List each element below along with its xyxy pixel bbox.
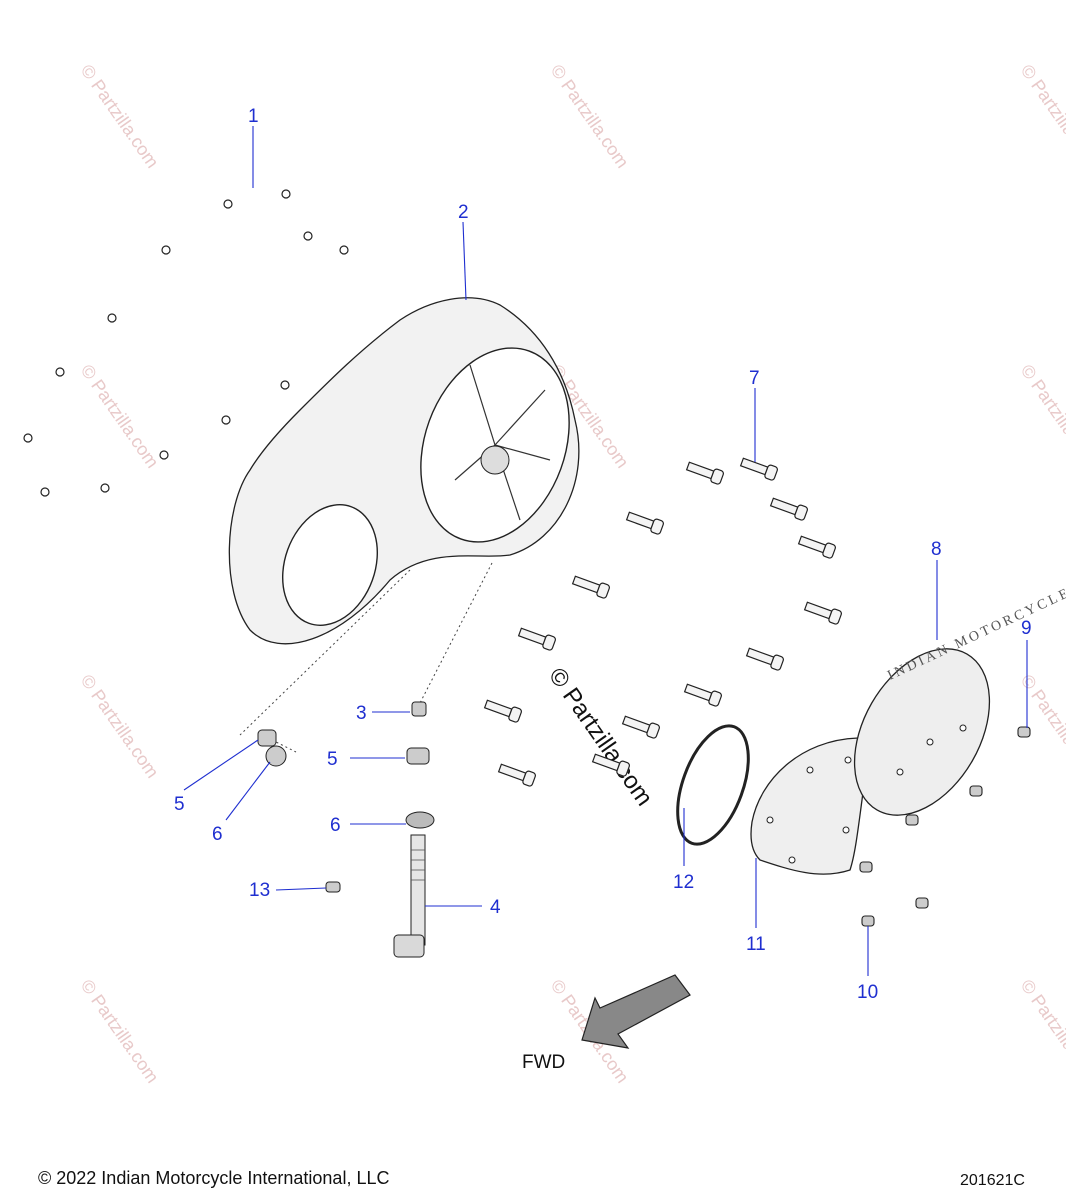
bolt-part	[497, 763, 536, 787]
bolt-part	[571, 575, 610, 599]
callout-label: 1	[248, 106, 259, 127]
forward-arrow-icon	[581, 974, 691, 1049]
o-ring-part	[676, 724, 750, 846]
bolt-part	[483, 699, 522, 723]
drawing-number: 201621C	[960, 1172, 1025, 1189]
callout-label: 3	[356, 703, 367, 724]
forward-label: FWD	[522, 1052, 565, 1073]
callout-label: 10	[857, 982, 878, 1003]
callout-label: 4	[490, 897, 501, 918]
emblem-cover-part	[853, 648, 991, 816]
seal-part	[265, 745, 287, 767]
callout-label: 7	[749, 368, 760, 389]
bolt-part	[769, 497, 808, 521]
screw-part	[859, 861, 873, 873]
bolt-part	[745, 647, 784, 671]
bolt-part	[739, 457, 778, 481]
callout-label: 2	[458, 202, 469, 223]
bolt-part	[797, 535, 836, 559]
plug-part	[411, 701, 427, 717]
screw-part	[325, 881, 341, 893]
watermark: © Partzilla.com	[1017, 976, 1066, 1087]
callout-label: 12	[673, 872, 694, 893]
bolt-part	[683, 683, 722, 707]
bolt-part	[685, 461, 724, 485]
gasket-part-inner	[21, 186, 357, 509]
watermark: © Partzilla.com	[77, 976, 163, 1087]
watermark: © Partzilla.com	[1017, 61, 1066, 172]
bolt-part	[517, 627, 556, 651]
gasket-bolt-holes	[23, 189, 349, 497]
shaft-part	[393, 834, 426, 958]
screw-part	[905, 814, 919, 826]
callout-label: 6	[212, 824, 223, 845]
center-watermark: © Partzilla.com	[543, 663, 658, 811]
watermark: © Partzilla.com	[547, 61, 633, 172]
watermark: © Partzilla.com	[77, 361, 163, 472]
seal-part	[405, 811, 435, 829]
leader-lines	[183, 126, 1028, 976]
plate-part	[750, 737, 866, 875]
screw-part	[1017, 726, 1031, 738]
callout-label: 6	[330, 815, 341, 836]
watermark-layer: © Partzilla.com © Partzilla.com © Partzi…	[77, 61, 1066, 1087]
bolt-part	[591, 753, 630, 777]
watermark: © Partzilla.com	[1017, 671, 1066, 782]
bolt-part	[803, 601, 842, 625]
callout-label: 13	[249, 880, 270, 901]
primary-cover-part	[228, 297, 580, 645]
callout-label: 5	[327, 749, 338, 770]
bearing-part	[257, 729, 277, 747]
screw-part	[861, 915, 875, 927]
callout-label: 9	[1021, 618, 1032, 639]
bolt-part	[621, 715, 660, 739]
cover-derby-opening	[281, 504, 379, 626]
watermark: © Partzilla.com	[77, 61, 163, 172]
callout-label: 5	[174, 794, 185, 815]
screw-part	[969, 785, 983, 797]
screw-part	[915, 897, 929, 909]
callout-label: 8	[931, 539, 942, 560]
callout-labels: 1 2 3 4 5 5 6 6 7 8 9 10 11 12 13	[174, 106, 1032, 1003]
copyright-text: © 2022 Indian Motorcycle International, …	[38, 1168, 390, 1188]
bolt-group	[483, 457, 842, 787]
assembly-line	[419, 562, 493, 704]
bolt-part	[625, 511, 664, 535]
watermark: © Partzilla.com	[1017, 361, 1066, 472]
watermark: © Partzilla.com	[77, 671, 163, 782]
plate-holes	[766, 756, 852, 864]
callout-label: 11	[746, 934, 766, 955]
emblem-holes	[896, 724, 967, 776]
cover-hub	[480, 445, 510, 475]
screw-group	[859, 726, 1031, 927]
bearing-part	[406, 747, 430, 765]
